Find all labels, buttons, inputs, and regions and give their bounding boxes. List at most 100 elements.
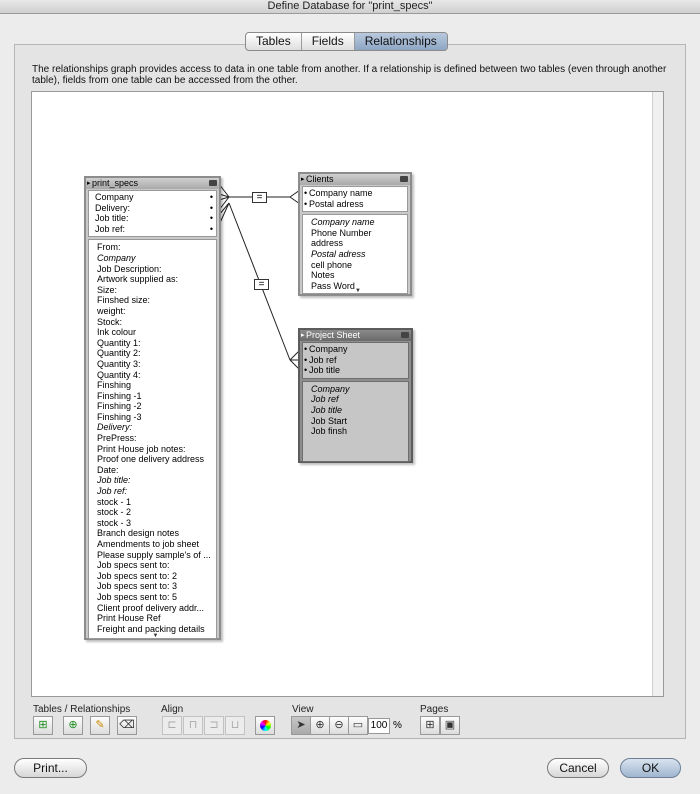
- list-item[interactable]: stock - 1: [97, 496, 132, 507]
- list-item[interactable]: stock - 2: [97, 507, 132, 518]
- list-item[interactable]: Amendments to job sheet: [97, 539, 200, 549]
- list-item[interactable]: address: [311, 238, 344, 249]
- table-occurrence-project-sheet[interactable]: ▸ Project Sheet •Company •Job ref •Job t…: [298, 328, 413, 463]
- table-header[interactable]: ▸ Clients: [300, 174, 410, 185]
- list-item[interactable]: Proof one delivery address: [97, 454, 205, 465]
- list-item[interactable]: Job specs sent to: 3: [97, 581, 178, 592]
- delete-button[interactable]: ⌫: [117, 716, 137, 735]
- zoom-out-button[interactable]: ⊖: [329, 716, 349, 735]
- list-item[interactable]: Artwork supplied as:: [97, 274, 179, 285]
- list-item[interactable]: Job Start: [311, 415, 348, 426]
- zoom-in-button[interactable]: ⊕: [310, 716, 330, 735]
- list-item[interactable]: Job ref: [311, 394, 339, 405]
- match-field[interactable]: Company•: [95, 192, 213, 202]
- list-item[interactable]: Ink colour: [97, 327, 137, 338]
- fit-window-button[interactable]: ▭: [348, 716, 368, 735]
- list-item[interactable]: Phone Number: [311, 227, 372, 238]
- match-field[interactable]: Job ref:•: [95, 223, 213, 234]
- list-item[interactable]: PrePress:: [97, 433, 137, 444]
- collapse-triangle-icon[interactable]: ▸: [301, 332, 305, 339]
- list-item[interactable]: Branch design notes: [97, 528, 180, 539]
- table-options-icon[interactable]: [209, 180, 217, 186]
- list-item[interactable]: From:: [97, 242, 121, 253]
- table-options-icon[interactable]: [401, 332, 409, 338]
- page-breaks-button[interactable]: ⊞: [420, 716, 440, 735]
- list-item[interactable]: Finshing -3: [97, 411, 142, 422]
- match-field[interactable]: •Company: [304, 344, 348, 354]
- list-item[interactable]: Job specs sent to: 2: [97, 570, 178, 581]
- relationship-operator-icon[interactable]: =: [254, 279, 269, 290]
- list-item[interactable]: Print House Ref: [97, 613, 161, 624]
- match-field[interactable]: •Job title: [304, 365, 341, 376]
- list-item[interactable]: Delivery:: [97, 422, 133, 433]
- list-item[interactable]: Quantity 3:: [97, 358, 141, 369]
- list-item[interactable]: stock - 3: [97, 517, 132, 528]
- list-item[interactable]: Finshed size:: [97, 295, 151, 306]
- list-item[interactable]: Finshing: [97, 380, 132, 391]
- cancel-button[interactable]: Cancel: [547, 758, 609, 778]
- list-item[interactable]: Finshing -2: [97, 401, 142, 412]
- list-item[interactable]: Job title: [311, 404, 343, 415]
- table-occurrence-print-specs[interactable]: ▸ print_specs Company• Delivery:• Job ti…: [84, 176, 221, 640]
- graph-scrollbar[interactable]: [652, 92, 663, 696]
- list-item[interactable]: Job finsh: [311, 426, 348, 437]
- list-item[interactable]: Date:: [97, 464, 119, 475]
- table-options-icon[interactable]: [400, 176, 408, 182]
- list-item[interactable]: Job ref:: [97, 486, 128, 497]
- color-button[interactable]: [255, 716, 275, 735]
- list-item[interactable]: Job specs sent to:: [97, 560, 170, 571]
- list-item[interactable]: Company: [97, 252, 136, 263]
- tab-fields[interactable]: Fields: [302, 33, 355, 50]
- scroll-more-icon[interactable]: ▼: [152, 633, 159, 640]
- table-occurrence-clients[interactable]: ▸ Clients •Company name •Postal adress C…: [298, 172, 412, 296]
- collapse-triangle-icon[interactable]: ▸: [87, 180, 91, 187]
- list-item[interactable]: Please supply sample's of ...: [97, 549, 211, 560]
- relationship-operator-icon[interactable]: =: [252, 192, 267, 203]
- tab-relationships[interactable]: Relationships: [354, 33, 447, 50]
- match-field[interactable]: •Company name: [304, 188, 373, 198]
- zoom-level-field[interactable]: 100: [368, 718, 390, 734]
- list-item[interactable]: Notes: [311, 270, 335, 281]
- collapse-triangle-icon[interactable]: ▸: [301, 176, 305, 183]
- list-item[interactable]: Quantity 2:: [97, 348, 141, 359]
- align-right-button[interactable]: ⊐: [204, 716, 224, 735]
- pointer-tool-button[interactable]: ➤: [291, 716, 311, 735]
- match-field[interactable]: •Job ref: [304, 354, 337, 365]
- match-field[interactable]: Delivery:•: [95, 202, 213, 213]
- list-item[interactable]: Job specs sent to: 5: [97, 591, 178, 602]
- align-center-button[interactable]: ⊓: [183, 716, 203, 735]
- list-item[interactable]: Client proof delivery addr...: [97, 602, 205, 613]
- ok-button[interactable]: OK: [620, 758, 681, 778]
- list-item[interactable]: Job Description:: [97, 263, 162, 274]
- print-button[interactable]: Print...: [14, 758, 87, 778]
- match-field[interactable]: •Postal adress: [304, 198, 364, 209]
- table-header[interactable]: ▸ print_specs: [86, 178, 219, 189]
- list-item[interactable]: Postal adress: [311, 248, 366, 259]
- list-item[interactable]: Quantity 4:: [97, 369, 141, 380]
- page-setup-button[interactable]: ▣: [440, 716, 460, 735]
- list-item[interactable]: Freight and packing details: [97, 623, 205, 634]
- scroll-more-icon[interactable]: ▼: [355, 288, 361, 295]
- add-table-button[interactable]: ⊞: [33, 716, 53, 735]
- list-item[interactable]: Company: [311, 383, 350, 394]
- tab-tables[interactable]: Tables: [246, 33, 302, 50]
- list-item[interactable]: Stock:: [97, 316, 123, 327]
- list-item[interactable]: weight:: [97, 305, 126, 316]
- match-field[interactable]: Job title:•: [95, 213, 213, 224]
- align-left-button[interactable]: ⊏: [162, 716, 182, 735]
- add-note-button[interactable]: ⊕: [63, 716, 83, 735]
- edit-button[interactable]: ✎: [90, 716, 110, 735]
- table-header[interactable]: ▸ Project Sheet: [300, 330, 411, 341]
- list-item[interactable]: Job title:: [97, 475, 131, 486]
- list-item[interactable]: Print House job notes:: [97, 443, 186, 454]
- list-item[interactable]: Size:: [97, 284, 118, 295]
- distribute-button[interactable]: ⊔: [225, 716, 245, 735]
- list-item[interactable]: Pass Word: [311, 280, 355, 291]
- list-item[interactable]: cell phone: [311, 259, 353, 270]
- list-item[interactable]: Company name: [311, 217, 375, 228]
- list-item[interactable]: Quantity 1:: [97, 337, 141, 348]
- list-item[interactable]: Finshing -1: [97, 390, 142, 401]
